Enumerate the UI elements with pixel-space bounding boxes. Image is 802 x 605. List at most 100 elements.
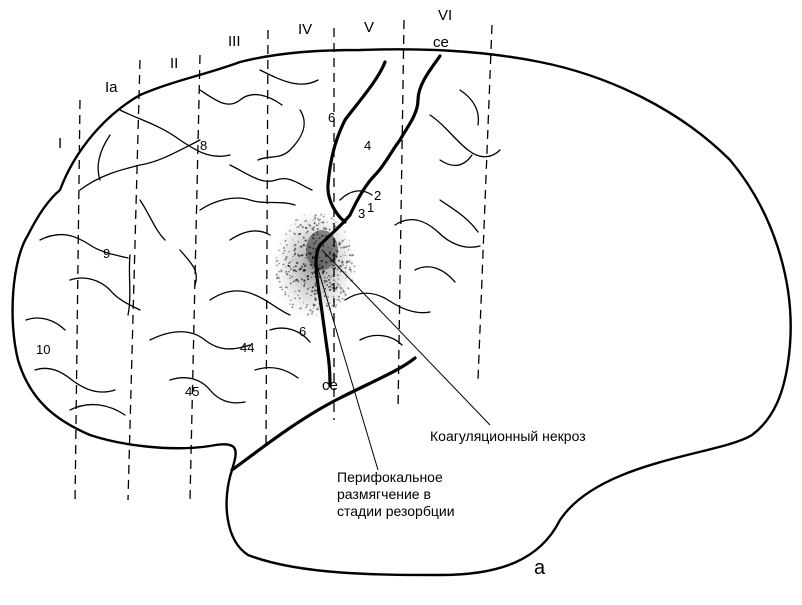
lesion-stipple-dot — [297, 294, 299, 297]
lesion-stipple-dot — [334, 306, 337, 308]
lesion-stipple-dot — [299, 232, 302, 235]
lesion-stipple-dot — [310, 276, 312, 279]
lesion-stipple-dot — [289, 303, 291, 306]
lesion-stipple-dot — [323, 214, 325, 216]
lesion-stipple-dot — [293, 233, 296, 235]
lesion-stipple-dot — [283, 250, 286, 252]
lesion-stipple-dot — [345, 261, 348, 264]
lateral-fissure — [230, 356, 417, 472]
hemisphere-outline — [11, 48, 792, 577]
lesion-stipple-dot — [284, 266, 286, 268]
lesion-stipple-dot — [303, 215, 305, 216]
lesion-stipple-dot — [317, 306, 319, 309]
lesion-stipple-dot — [338, 243, 341, 246]
lesion-stipple-dot — [349, 268, 351, 270]
lesion-stipple-dot — [293, 232, 295, 234]
lesion-stipple-dot — [338, 243, 341, 245]
lesion-stipple-dot — [311, 272, 314, 275]
lesion-stipple-dot — [311, 256, 314, 258]
lesion-stipple-dot — [304, 239, 308, 242]
lesion-stipple-dot — [340, 242, 342, 244]
lesion-stipple-dot — [303, 282, 306, 285]
lesion-stipple-dot — [322, 227, 326, 230]
lesion-stipple-dot — [314, 284, 316, 286]
lesion-stipple-dot — [289, 266, 291, 268]
lesion-stipple-dot — [284, 291, 287, 293]
lesion-stipple-dot — [313, 292, 317, 296]
lesion-stipple-dot — [314, 289, 317, 292]
lesion-stipple-dot — [336, 298, 338, 301]
lesion-stipple-dot — [321, 234, 324, 237]
lesion-stipple-dot — [311, 312, 313, 315]
lesion-stipple-dot — [289, 282, 292, 285]
lesion-stipple-dot — [318, 219, 321, 222]
lesion-stipple-dot — [349, 268, 351, 271]
lesion-stipple-dot — [348, 248, 350, 251]
lesion-stipple-dot — [285, 293, 287, 295]
lesion-stipple-dot — [338, 244, 341, 246]
lesion-stipple-dot — [322, 291, 324, 293]
lesion-stipple-dot — [317, 309, 319, 311]
lesion-stipple-dot — [292, 269, 295, 272]
lesion-stipple-dot — [297, 219, 299, 221]
lesion-stipple-dot — [294, 290, 296, 293]
lesion-stipple-dot — [341, 261, 344, 264]
lesion-stipple-dot — [288, 250, 290, 253]
lesion-stipple-dot — [329, 252, 331, 255]
lesion-stipple-dot — [312, 226, 315, 229]
lesion-stipple-dot — [342, 264, 344, 266]
lesion-stipple-dot — [329, 302, 331, 304]
central-sulcus-label-bottom: ce — [322, 377, 338, 394]
lesion-stipple-dot — [291, 303, 294, 306]
lesion-stipple-dot — [293, 249, 296, 252]
necrosis-leader-line — [321, 249, 491, 426]
lesion-stipple-dot — [292, 266, 294, 268]
lesion-stipple-dot — [324, 282, 326, 284]
lesion-stipple-dot — [312, 307, 314, 309]
lesion-stipple-dot — [309, 309, 312, 312]
lesion-stipple-dot — [328, 254, 331, 256]
parietal-gyri — [339, 89, 501, 346]
lesion-stipple-dot — [350, 262, 353, 265]
lesion-stipple-dot — [285, 270, 288, 273]
area-label-6-lower: 6 — [299, 324, 306, 339]
lesion-stipple-dot — [334, 280, 336, 282]
lesion-stipple-dot — [322, 221, 325, 224]
lesion-stipple-dot — [305, 226, 308, 229]
lesion-stipple-dot — [334, 266, 337, 270]
zone-labels: I Ia II III IV V VI — [58, 7, 452, 152]
lesion-stipple-dot — [284, 258, 287, 261]
lesion-stipple-dot — [278, 262, 281, 265]
lesion-stipple-dot — [307, 245, 309, 247]
lesion-stipple-dot — [337, 274, 339, 276]
lesion-stipple-dot — [313, 222, 316, 225]
lesion-stipple-dot — [318, 223, 320, 225]
lesion-stipple-dot — [331, 304, 334, 307]
lesion-stipple-dot — [288, 229, 291, 232]
lesion-stipple-dot — [306, 230, 309, 233]
lesion-stipple-dot — [325, 304, 329, 308]
lesion-stipple-dot — [305, 254, 307, 256]
lesion-stipple-dot — [351, 254, 353, 256]
lesion-stipple-dot — [320, 215, 322, 217]
lesion-stipple-dot — [297, 225, 300, 228]
lesion-stipple-dot — [329, 260, 332, 262]
lesion-stipple-dot — [304, 219, 308, 222]
lesion-stipple-dot — [339, 300, 341, 303]
lesion-stipple-dot — [340, 287, 343, 290]
lesion-stipple-dot — [331, 238, 333, 240]
lesion-stipple-dot — [336, 233, 338, 235]
lesion-stipple-dot — [344, 254, 347, 257]
lesion-stipple-dot — [307, 223, 310, 225]
lesion-stipple-dot — [314, 218, 316, 220]
softening-annotation-line-3: стадии резорбции — [337, 503, 455, 519]
lesion-stipple-dot — [315, 285, 317, 287]
zone-label-III: III — [228, 33, 241, 50]
lesion-stipple-dot — [317, 308, 320, 311]
lesion-stipple-dot — [292, 239, 294, 241]
softening-annotation-line-2: размягчение в — [337, 486, 431, 502]
lesion-stipple-dot — [333, 219, 335, 221]
lesion-stipple-dot — [312, 233, 315, 237]
lesion-stipple-dot — [285, 256, 288, 259]
